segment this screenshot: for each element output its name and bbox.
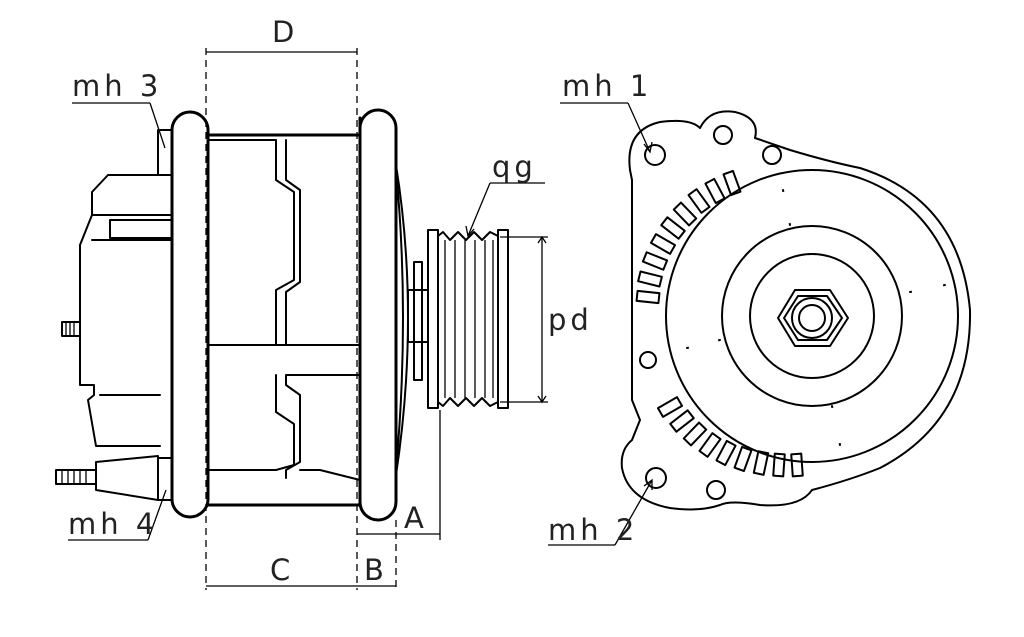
pulley [407,229,509,409]
label-qg: qg [492,150,537,184]
side-view [55,48,548,590]
front-shield-disc [665,169,959,463]
mounting-flange [620,110,972,511]
shaft-nut [777,289,849,347]
leader-lines-front [548,102,653,546]
cooling-slots [635,169,804,478]
label-mh2: mh 2 [548,513,638,547]
front-view [548,102,972,546]
label-a: A [404,501,428,535]
terminal-stud-lower [55,455,159,501]
label-mh4: mh 4 [68,507,158,541]
rear-cover [79,129,173,501]
label-b: B [364,553,388,587]
front-shield [358,108,409,522]
dimension-lines [205,48,548,590]
leader-lines-side [68,102,545,541]
label-d: D [272,15,298,49]
front-spokes [686,189,946,446]
alternator-housing [170,110,362,519]
labels: D mh 3 qg pd A mh 4 C B mh 1 mh 2 [68,15,652,587]
label-c: C [270,553,294,587]
label-mh1: mh 1 [562,69,652,103]
terminal-stud-upper [61,321,81,337]
label-mh3: mh 3 [72,69,162,103]
label-pd: pd [548,303,593,337]
